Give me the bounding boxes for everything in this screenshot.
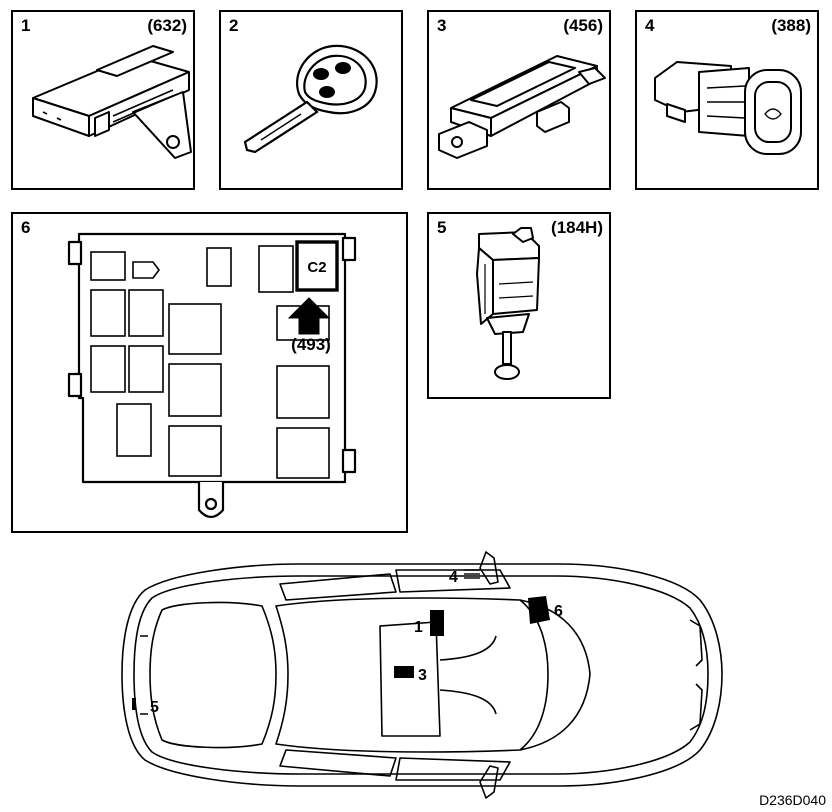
connector-label: C2 <box>307 259 326 276</box>
right-mirror <box>479 765 499 799</box>
component-1-marker <box>430 610 444 636</box>
panel-2-key: 2 <box>219 10 403 190</box>
fuse-box-drawing: C2 (493) <box>67 232 357 519</box>
center-console <box>379 621 441 737</box>
component-6-marker <box>528 596 550 624</box>
mounting-tab <box>67 240 83 266</box>
callout-5: 5 <box>150 699 159 716</box>
panel-6-fuse-box: 6 C2 <box>11 212 408 533</box>
panel-5-lock-motor: 5 (184H) <box>427 212 611 399</box>
panel-number: 1 <box>21 16 31 35</box>
panel-number: 5 <box>437 218 447 237</box>
connector-c2 <box>295 240 339 292</box>
panel-code: (184H) <box>551 218 603 237</box>
component-5-marker <box>132 698 136 710</box>
left-mirror <box>479 551 499 585</box>
mounting-tab <box>67 372 83 398</box>
receiver-module-drawing <box>438 55 606 159</box>
panel-1-control-module: 1 (632) <box>11 10 195 190</box>
panel-3-receiver-module: 3 (456) <box>427 10 611 190</box>
callout-4: 4 <box>449 569 458 586</box>
lock-motor-drawing <box>476 227 540 380</box>
arrow-label: (493) <box>291 335 331 354</box>
callout-6: 6 <box>554 603 563 620</box>
arrow-icon <box>287 297 331 335</box>
panel-number: 4 <box>645 16 655 35</box>
car-body-outline <box>121 563 723 787</box>
panel-number: 3 <box>437 16 447 35</box>
car-top-view: 4 1 3 6 5 <box>121 551 723 799</box>
component-3-marker <box>394 666 414 678</box>
panel-number: 2 <box>229 16 239 35</box>
panel-4-lock-switch: 4 (388) <box>635 10 819 190</box>
callout-1: 1 <box>414 619 423 636</box>
panel-code: (632) <box>147 16 187 35</box>
relay-slots <box>90 245 330 479</box>
callout-3: 3 <box>418 667 427 684</box>
mounting-tab <box>341 448 357 474</box>
panel-code: (388) <box>771 16 811 35</box>
mounting-tab <box>341 236 357 262</box>
panel-number: 6 <box>21 218 31 237</box>
figure-id: D236D040 <box>759 792 826 808</box>
lock-switch-drawing <box>654 61 802 155</box>
panel-code: (456) <box>563 16 603 35</box>
rear-window <box>149 601 277 749</box>
key-drawing <box>243 44 378 154</box>
control-module-drawing <box>32 45 192 159</box>
